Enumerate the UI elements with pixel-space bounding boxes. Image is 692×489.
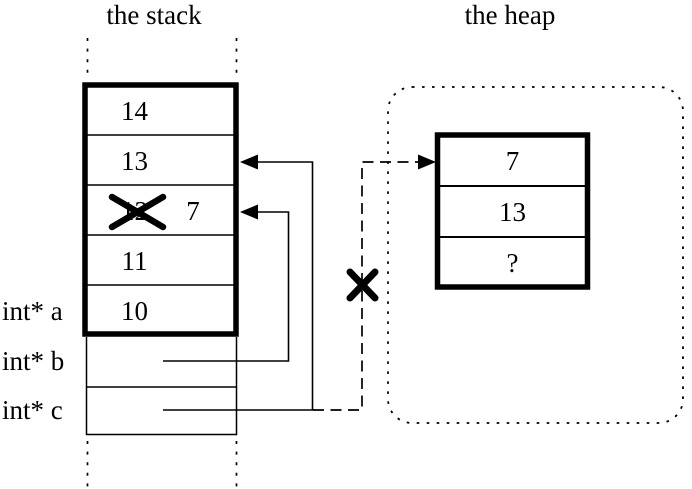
stack-cell-value: 14 — [121, 96, 148, 126]
dangling-pointer-x-icon — [346, 268, 379, 302]
pointer-c-line — [163, 161, 314, 411]
heap-cell-value: ? — [506, 248, 519, 278]
stack-cell-value: 11 — [121, 246, 148, 276]
pointer-c-arrowhead-icon — [240, 154, 258, 170]
stack-frame-box — [82, 82, 239, 337]
heap-block-box — [434, 132, 591, 290]
stack-pointer-cells-outline — [85, 337, 238, 436]
pointer-b-line — [163, 211, 290, 362]
pointer-label-b: int* b — [2, 346, 65, 376]
pointer-label-a: int* a — [2, 296, 63, 326]
heap-cell-value: 7 — [505, 146, 520, 176]
heap-title: the heap — [464, 0, 556, 30]
stack-cell-value: 13 — [121, 146, 148, 176]
stack-cell-value: 10 — [121, 296, 148, 326]
crossed-value-x-icon — [108, 193, 167, 231]
stack-cell-replacement-value: 7 — [186, 196, 200, 226]
stack-cell-value-crossed-out: 12 — [121, 196, 148, 226]
pointer-b-arrowhead-icon — [240, 204, 258, 220]
dangling-pointer-arrowhead-icon — [418, 154, 436, 170]
heap-cell-value: 13 — [499, 197, 526, 227]
dangling-pointer-dashed-line — [313, 161, 418, 411]
pointer-label-c: int* c — [2, 395, 63, 425]
stack-title: the stack — [106, 0, 202, 30]
